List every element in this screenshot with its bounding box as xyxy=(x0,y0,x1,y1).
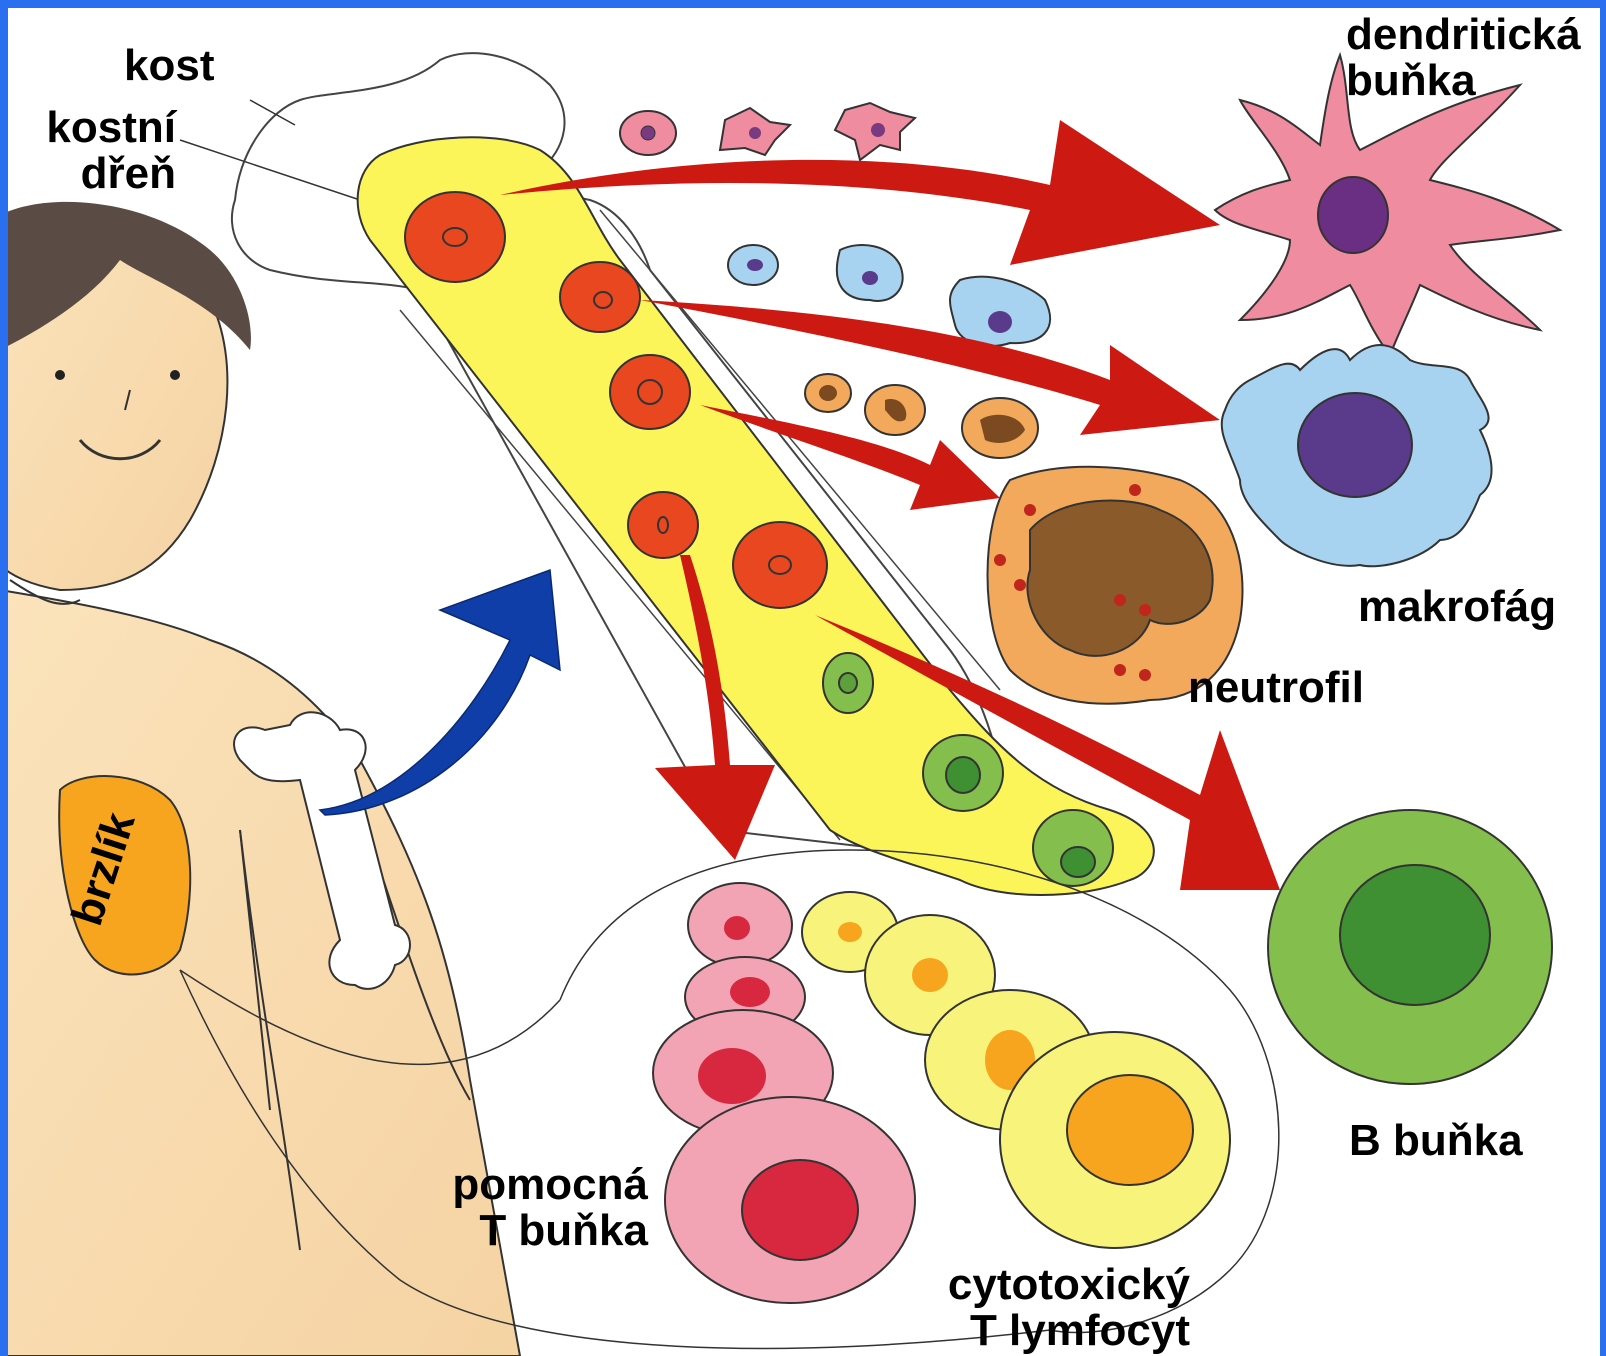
frame-top xyxy=(0,0,1606,8)
label-dendriticka-bunka: dendritická buňka xyxy=(1346,12,1581,104)
label-cytotoxicky-t-lymfocyt: cytotoxický T lymfocyt xyxy=(930,1262,1190,1354)
stem-cell xyxy=(405,192,505,282)
b-progenitor-cell xyxy=(823,653,873,713)
frame-right xyxy=(1600,0,1606,1356)
label-neutrofil: neutrofil xyxy=(1188,665,1364,711)
stem-cell xyxy=(733,522,827,608)
label-kostni-dren: kostní dřeň xyxy=(36,105,176,197)
b-cell xyxy=(1268,810,1552,1084)
dendritic-precursors xyxy=(620,103,915,160)
macrophage-cell xyxy=(1222,345,1492,566)
label-b-bunka: B buňka xyxy=(1349,1118,1523,1164)
label-makrofag: makrofág xyxy=(1358,584,1556,630)
stem-cell xyxy=(610,355,690,429)
frame-left xyxy=(0,0,8,1356)
stem-cell xyxy=(560,262,640,332)
label-pomocna-t-bunka: pomocná T buňka xyxy=(436,1162,648,1254)
b-progenitor-cell xyxy=(1033,810,1113,886)
b-progenitor-cell xyxy=(923,735,1003,811)
person-head xyxy=(0,202,251,604)
stem-cell xyxy=(628,492,698,558)
label-kost: kost xyxy=(124,43,214,89)
